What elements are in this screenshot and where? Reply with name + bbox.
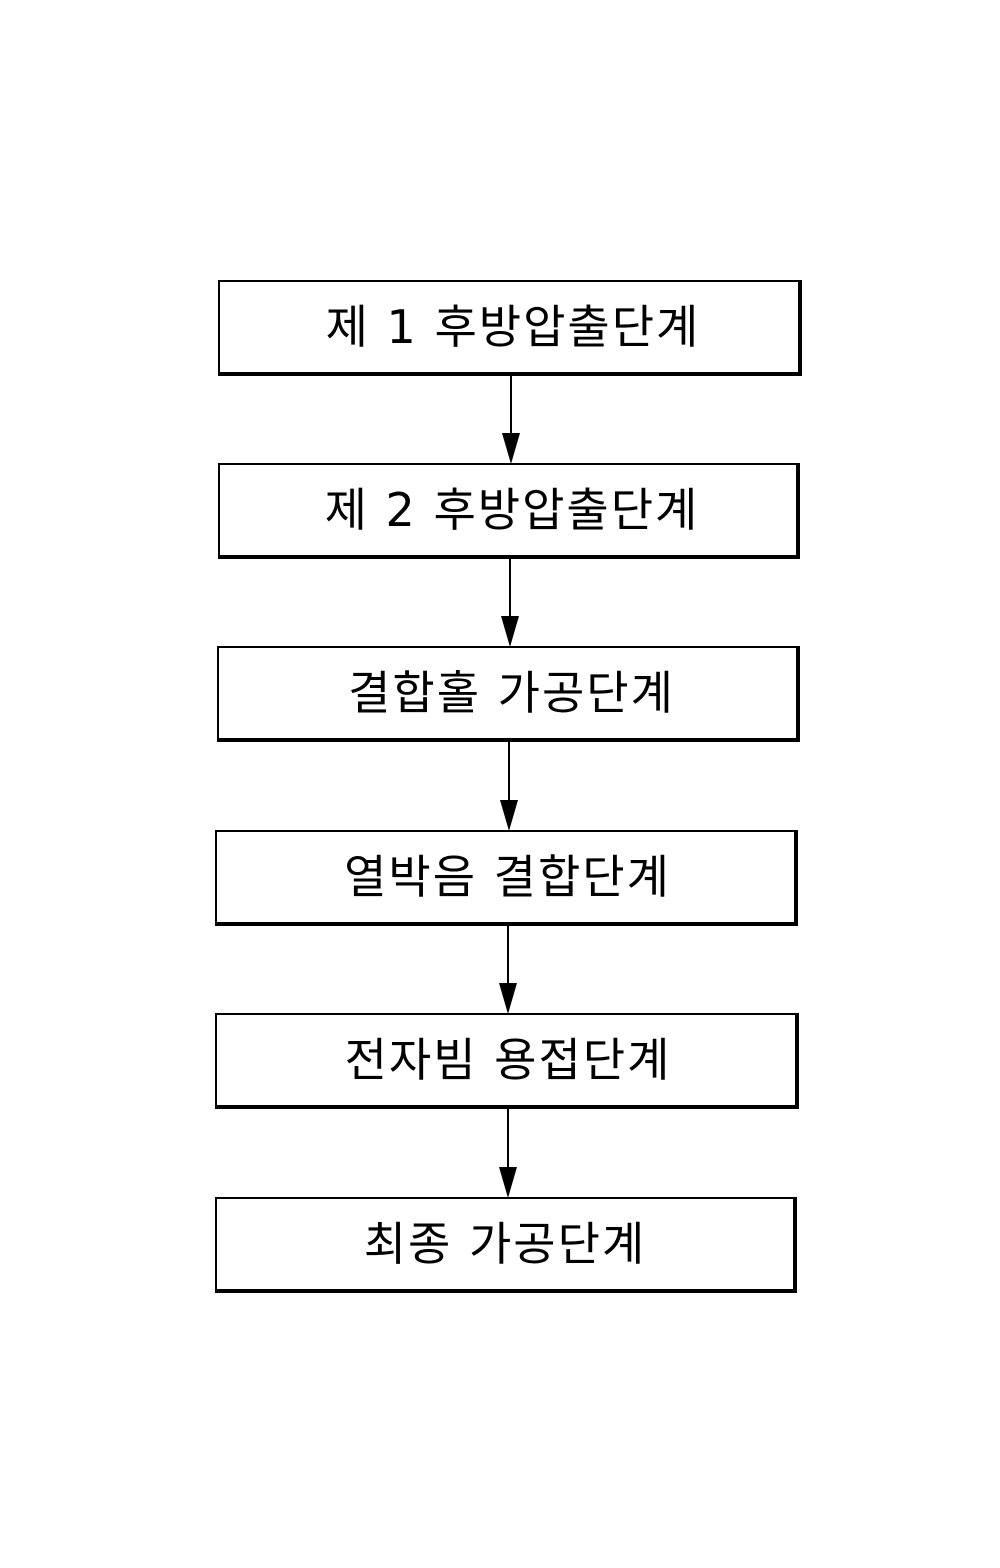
step-label: 제 1 후방압출단계 [326, 304, 701, 350]
arrow-3-to-4 [500, 742, 518, 831]
step-box-2: 제 2 후방압출단계 [218, 463, 800, 559]
arrow-1-to-2 [502, 376, 520, 464]
arrow-2-to-3 [501, 559, 519, 647]
step-box-4: 열박음 결합단계 [215, 830, 798, 926]
step-box-6: 최종 가공단계 [215, 1197, 797, 1293]
step-label: 최종 가공단계 [364, 1221, 647, 1267]
arrow-4-to-5 [499, 926, 517, 1014]
step-box-5: 전자빔 용접단계 [215, 1013, 799, 1109]
step-label: 전자빔 용접단계 [345, 1037, 672, 1083]
step-box-3: 결합홀 가공단계 [217, 646, 800, 742]
step-label: 열박음 결합단계 [344, 854, 671, 900]
step-box-1: 제 1 후방압출단계 [218, 280, 802, 376]
step-label: 제 2 후방압출단계 [325, 487, 700, 533]
arrow-5-to-6 [499, 1109, 517, 1198]
step-label: 결합홀 가공단계 [348, 670, 675, 716]
